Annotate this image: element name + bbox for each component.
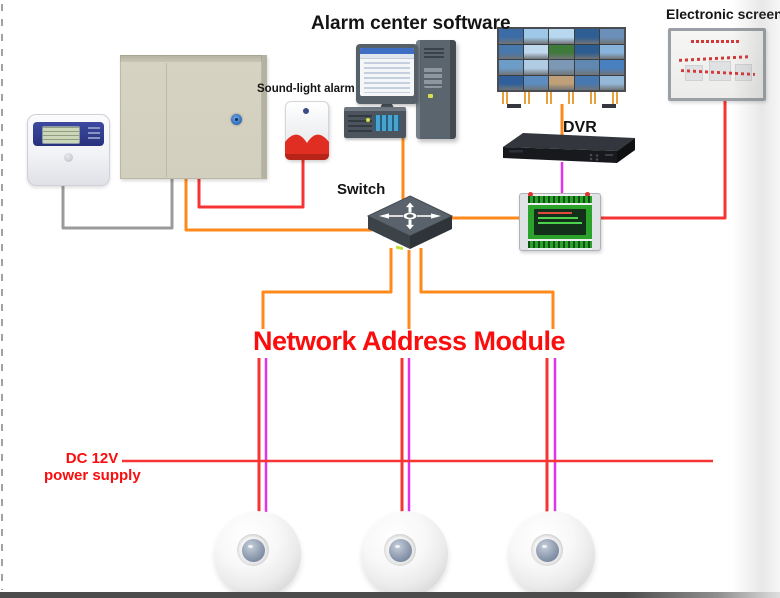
page-bottom-bar [0,592,780,598]
video-wall [495,25,628,108]
detector-lens [388,538,412,562]
monitor-screen [360,48,414,96]
ceiling-pir-detector-2 [362,511,448,597]
video-wall-screen-cell [549,75,574,90]
video-wall-screen-cell [549,60,574,75]
software-toolbar [360,54,414,59]
label-dc-power-line1: DC 12V [65,450,119,467]
video-wall-screen-cell [549,44,574,59]
wire-cabinet-to-switch [184,179,372,232]
video-wall-screen-cell [549,29,574,44]
module-terminal-dot [528,192,533,197]
siren-strobe-cover [285,134,329,160]
wire-switch-down-right [419,248,555,329]
label-network-address-module: Network Address Module [252,326,566,356]
module-label-line [538,217,578,219]
tower-drive-bays [424,66,442,88]
module-label-sticker [534,209,586,235]
video-wall-screen-cell [599,44,624,59]
alarm-keypad [27,114,110,186]
ceiling-pir-detector-3 [509,511,595,597]
keypad-lcd-display [42,126,80,144]
wire-module-to-escreen [596,96,727,220]
detector-lens-ring [237,534,270,567]
video-wall-screen-cell [524,44,549,59]
switch-led [396,245,403,251]
alarm-center-monitor [356,44,418,104]
wire-cabinet-to-siren [197,155,305,209]
video-wall-screen-cell [499,29,524,44]
detector-lens-ring [531,534,564,567]
video-wall-foot-left [507,104,521,108]
video-wall-screen-cell [524,60,549,75]
video-wall-foot-right [602,104,616,108]
module-terminal-strip-bottom [528,241,592,248]
video-wall-screen-cell [599,75,624,90]
switch-arrows-icon [379,202,441,230]
video-wall-screen-cell [574,44,599,59]
detector-lens [241,538,265,562]
module-terminal-strip-top [528,196,592,203]
network-switch [366,195,454,251]
video-wall-screen-cell [599,60,624,75]
network-address-module-board [519,192,601,251]
software-list-rows [364,62,410,93]
sound-light-alarm-siren [285,101,329,160]
video-wall-screen-cell [524,75,549,90]
software-titlebar [360,48,414,54]
module-label-line [538,212,572,214]
detector-lens-ring [384,534,417,567]
label-electronic-screen: Electronic screen [666,6,780,22]
video-wall-base [495,92,628,104]
electronic-screen-board [668,28,766,101]
computer-rack-unit [344,107,406,138]
wire-switch-down-left [261,248,393,329]
lens-highlight [542,544,548,549]
keypad-buttons [88,127,100,141]
label-sound-light-alarm: Sound-light alarm [257,83,355,95]
module-pcb [528,205,592,239]
module-terminal-dot [585,192,590,197]
alarm-control-cabinet [120,55,267,179]
cabinet-lock [231,114,242,125]
module-label-line [538,222,582,224]
keypad-speaker [64,153,73,162]
label-switch: Switch [337,181,386,198]
label-alarm-center-software: Alarm center software [311,13,511,34]
page-left-dashed-edge [1,4,3,590]
cabinet-door-seam [166,63,167,177]
ceiling-pir-detector-1 [215,511,301,597]
video-wall-screen-cell [574,75,599,90]
video-wall-screen-cell [574,60,599,75]
video-wall-screen-cell [499,44,524,59]
dvr-recorder [503,133,635,163]
video-wall-screen-cell [599,29,624,44]
label-dc-power-line2: power supply [44,467,141,484]
tower-vents [424,48,444,58]
siren-led [303,108,309,114]
computer-tower [416,40,456,139]
escreen-heading-text [691,40,739,43]
video-wall-grid [497,27,626,92]
video-wall-screen-cell [499,75,524,90]
video-wall-screen-cell [524,29,549,44]
wire-keypad-to-cabinet [61,179,174,230]
tower-power-led [428,94,433,98]
rack-led [366,118,370,122]
rack-front-panel [374,115,400,131]
keypad-faceplate [33,122,104,146]
label-dvr: DVR [563,119,597,136]
lens-highlight [248,544,254,549]
video-wall-screen-cell [574,29,599,44]
lens-highlight [395,544,401,549]
detector-lens [535,538,559,562]
video-wall-screen-cell [499,60,524,75]
